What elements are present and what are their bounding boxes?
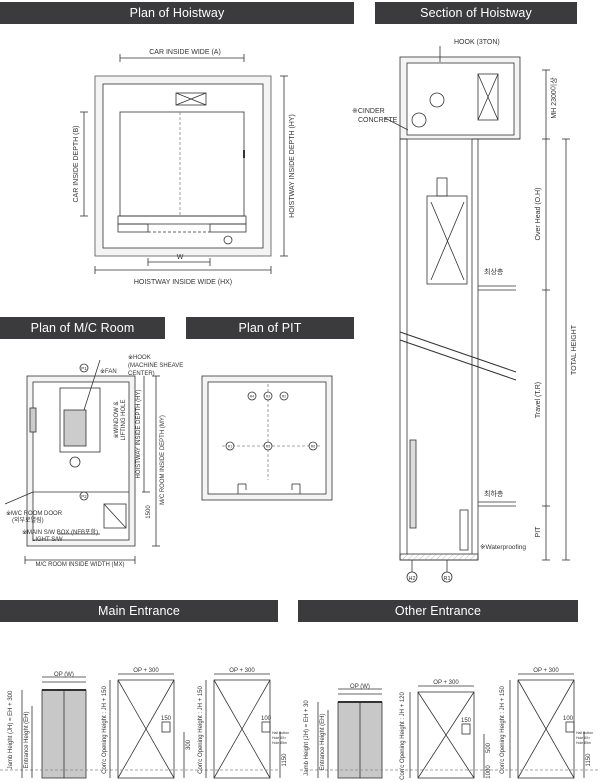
pit-r-label: R6 bbox=[311, 445, 316, 449]
fan-label: ※FAN bbox=[100, 368, 117, 375]
header-main-entrance: Main Entrance bbox=[0, 600, 278, 622]
other-op-300-label-1: OP + 300 bbox=[433, 680, 459, 686]
p2-label: P2 bbox=[81, 494, 87, 499]
hook-mc-label-2: (MACHINE SHEAVE bbox=[128, 363, 183, 369]
hook-mc-label-3: CENTER) bbox=[128, 371, 155, 377]
window-label-2: LIFTING HOLE bbox=[121, 399, 127, 440]
main-con-label-2: Con'c Opening Height : JH + 150 bbox=[198, 685, 204, 773]
other-entrance-h-label: Entrance Height (EH) bbox=[320, 713, 326, 770]
main-entrance-drawing bbox=[0, 673, 281, 779]
other-jamb-label: Jamb Height (JH) = EH + 30 bbox=[304, 700, 310, 776]
pit-buffer-markers bbox=[225, 391, 318, 451]
header-section-hoistway: Section of Hoistway bbox=[375, 2, 577, 24]
main-dim-150: 150 bbox=[161, 716, 172, 722]
other-dim-1150: 1150 bbox=[586, 753, 592, 767]
header-plan-hoistway: Plan of Hoistway bbox=[0, 2, 354, 24]
top-floor-label: 최상층 bbox=[484, 267, 504, 276]
pit-r-label: R5 bbox=[266, 445, 271, 449]
waterproofing-label: ※Waterproofing bbox=[480, 544, 526, 551]
pit-r-label: R1 bbox=[228, 445, 233, 449]
main-hall-button-2: Hole 60× bbox=[272, 736, 286, 740]
hoistway-inside-depth-label: HOISTWAY INSIDE DEPTH (HY) bbox=[289, 114, 296, 218]
car-top-frame bbox=[175, 92, 207, 106]
total-height-label: TOTAL HEIGHT bbox=[571, 324, 578, 375]
header-plan-mc-room: Plan of M/C Room bbox=[0, 317, 165, 339]
main-con-label-1: Con'c Opening Height : JH + 150 bbox=[102, 685, 108, 773]
other-hall-button-1: Hall Button bbox=[576, 731, 593, 735]
other-op-w-label: OP (W) bbox=[350, 684, 370, 690]
pit-drawing bbox=[201, 375, 333, 501]
hoistway-inside-wide-label: HOISTWAY INSIDE WIDE (HX) bbox=[134, 279, 232, 286]
pit-buffer-labels: R4 R3 R2 R1 R5 R6 bbox=[228, 395, 316, 449]
main-op-300-label-1: OP + 300 bbox=[133, 668, 159, 674]
r1-label: R1 bbox=[443, 576, 450, 582]
overhead-label: Over Head (O.H) bbox=[535, 188, 542, 241]
hw-depth-mc-label: HOISTWAY INSIDE DEPTH (HY) bbox=[136, 390, 142, 479]
other-dim-150: 150 bbox=[461, 718, 472, 724]
main-dim-300: 300 bbox=[186, 739, 192, 750]
mh-label: MH 2300이상 bbox=[549, 77, 558, 119]
section-hoistway-drawing bbox=[384, 46, 570, 583]
hook-mc-label-1: ※HOOK bbox=[128, 354, 151, 361]
main-op-300-label-2: OP + 300 bbox=[229, 668, 255, 674]
p1-label: P1 bbox=[81, 366, 87, 371]
pit-r-label: R2 bbox=[282, 395, 287, 399]
pit-r-label: R3 bbox=[266, 395, 271, 399]
dim-1500-label: 1500 bbox=[146, 505, 152, 519]
mc-width-label: M/C ROOM INSIDE WIDTH (MX) bbox=[36, 562, 125, 568]
other-entrance-drawing bbox=[300, 673, 600, 779]
bottom-floor-label: 최하층 bbox=[484, 489, 504, 498]
other-hall-button-3: Hole 85m bbox=[576, 741, 591, 745]
header-plan-pit: Plan of PIT bbox=[186, 317, 354, 339]
mc-room-drawing bbox=[4, 359, 160, 564]
window-label-1: ※WINDOW & bbox=[113, 401, 120, 438]
pit-r-label: R4 bbox=[250, 395, 255, 399]
door-label-1: ※M/C ROOM DOOR bbox=[6, 510, 63, 517]
main-op-w-label: OP (W) bbox=[54, 672, 74, 678]
other-hall-button-2: Hole 60× bbox=[576, 736, 590, 740]
main-hall-button-3: Hole 85m bbox=[272, 741, 287, 745]
travel-label: Travel (T.R) bbox=[535, 382, 542, 418]
main-entrance-h-label: Entrance Height (EH) bbox=[24, 711, 30, 768]
other-dim-1000: 1000 bbox=[486, 765, 492, 779]
other-con-label-1: Con'c Opening Height : JH + 120 bbox=[400, 691, 406, 779]
car-inside-depth-label: CAR INSIDE DEPTH (B) bbox=[73, 125, 80, 202]
main-dim-100: 100 bbox=[261, 716, 272, 722]
main-hall-button-1: Hall Button bbox=[272, 731, 289, 735]
pit-label: PIT bbox=[535, 526, 542, 538]
plan-hoistway-drawing bbox=[80, 54, 288, 274]
cinder-label-1: ※CINDER bbox=[352, 108, 385, 115]
switch-label-1: ※MAIN S/W BOX (NFB포함) bbox=[22, 528, 98, 536]
header-other-entrance: Other Entrance bbox=[298, 600, 578, 622]
hook-label: HOOK (3TON) bbox=[454, 39, 500, 46]
main-jamb-label: Jamb Height (JH) = EH + 300 bbox=[8, 690, 14, 769]
door-label-2: (외부로열림) bbox=[12, 516, 44, 524]
main-dim-1150: 1150 bbox=[282, 753, 288, 767]
other-op-300-label-2: OP + 300 bbox=[533, 668, 559, 674]
cinder-label-2: CONCRETE bbox=[358, 117, 398, 124]
car-inside-wide-label: CAR INSIDE WIDE (A) bbox=[149, 49, 221, 56]
other-dim-500: 500 bbox=[486, 742, 492, 753]
switch-label-2: LIGHT S/W bbox=[32, 537, 63, 543]
other-dim-100: 100 bbox=[563, 716, 574, 722]
other-con-label-2: Con'c Opening Height : JH + 150 bbox=[500, 685, 506, 773]
mc-depth-label: M/C ROOM INSIDE DEPTH (MY) bbox=[160, 415, 166, 505]
h2-label: H2 bbox=[408, 576, 415, 582]
w-label: W bbox=[177, 254, 184, 261]
